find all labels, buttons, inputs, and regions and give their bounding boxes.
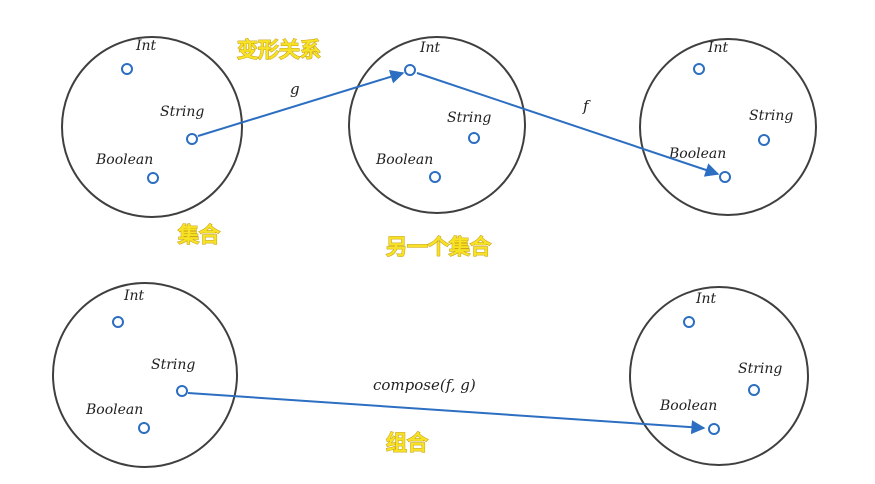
function-label-compose: compose(f, g) xyxy=(373,376,476,394)
type-label-string: String xyxy=(749,108,793,124)
node-boolean xyxy=(147,172,159,184)
node-boolean xyxy=(138,422,150,434)
node-string xyxy=(468,132,480,144)
node-int xyxy=(693,63,705,75)
type-label-int: Int xyxy=(123,288,145,304)
set-circle-e: Int String Boolean xyxy=(629,286,809,466)
node-string xyxy=(748,384,760,396)
set-circle-d: Int String Boolean xyxy=(52,282,238,468)
caption-set: 集合 xyxy=(177,223,221,247)
caption-morphism: 变形关系 xyxy=(237,38,321,62)
type-label-boolean: Boolean xyxy=(85,402,143,418)
arrow-f xyxy=(416,72,720,177)
node-int xyxy=(683,316,695,328)
set-circle-c: Int String Boolean xyxy=(639,38,817,216)
type-label-string: String xyxy=(151,357,195,373)
node-string xyxy=(186,133,198,145)
type-label-int: Int xyxy=(135,38,157,54)
type-label-int: Int xyxy=(695,291,717,307)
node-boolean xyxy=(429,171,441,183)
caption-another-set: 另一个集合 xyxy=(386,235,492,259)
node-string xyxy=(758,134,770,146)
node-int xyxy=(112,316,124,328)
type-label-boolean: Boolean xyxy=(659,398,717,414)
node-int xyxy=(404,64,416,76)
node-boolean xyxy=(719,171,731,183)
type-label-string: String xyxy=(738,361,782,377)
arrow-compose xyxy=(187,392,706,435)
type-label-boolean: Boolean xyxy=(668,146,726,162)
function-label-g: g xyxy=(290,80,300,98)
type-label-string: String xyxy=(160,104,204,120)
type-label-boolean: Boolean xyxy=(375,152,433,168)
type-label-boolean: Boolean xyxy=(95,152,153,168)
type-label-int: Int xyxy=(419,40,441,56)
caption-composition: 组合 xyxy=(386,431,429,455)
type-label-int: Int xyxy=(707,40,729,56)
arrow-g xyxy=(197,70,405,137)
set-circle-a: Int String Boolean xyxy=(61,36,243,218)
set-circle-b: Int String Boolean xyxy=(348,36,526,214)
function-label-f: f xyxy=(582,97,591,115)
node-string xyxy=(176,385,188,397)
type-label-string: String xyxy=(447,110,491,126)
node-boolean xyxy=(708,423,720,435)
node-int xyxy=(121,63,133,75)
